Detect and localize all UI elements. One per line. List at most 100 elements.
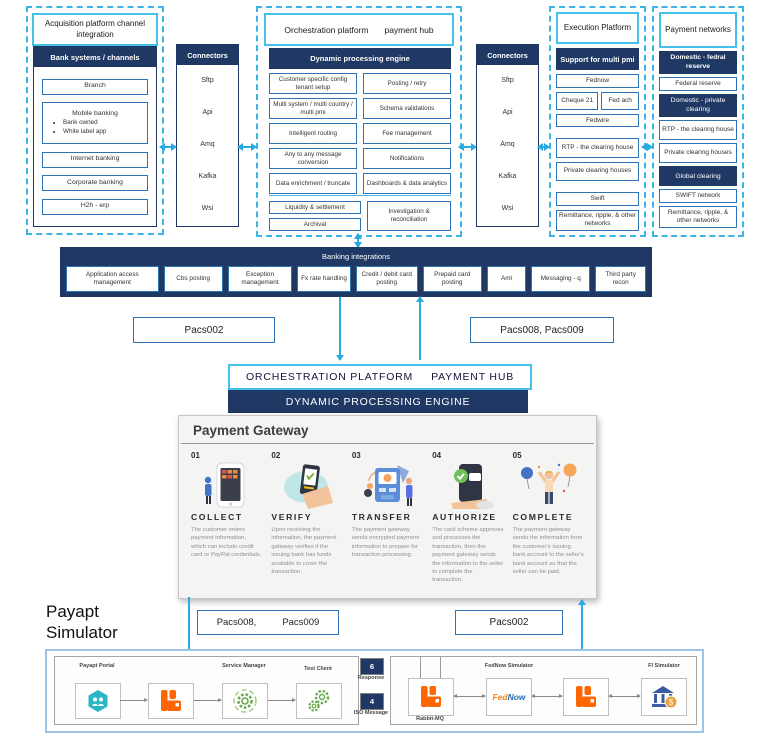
step-number: 01 — [191, 451, 200, 460]
connector-item: Sftp — [201, 77, 214, 85]
rabbitmq-icon — [576, 686, 596, 707]
rtp-box: RTP - the clearing house — [556, 138, 639, 158]
step-number: 05 — [512, 451, 522, 460]
flow-arrow — [194, 698, 222, 702]
private-clearing-box: Private clearing houses — [556, 161, 639, 181]
bank-systems-panel: Bank systems / channels Branch Mobile ba… — [33, 46, 157, 227]
networks-title: Payment networks — [665, 24, 731, 34]
step-name: AUTHORIZE — [432, 512, 497, 522]
fedach-box: Fed ach — [601, 92, 639, 111]
banking-box: Exception management — [227, 266, 293, 292]
execution-title: Execution Platform — [563, 22, 632, 32]
branch-box: Branch — [42, 78, 148, 95]
hexagon-portal-icon — [88, 690, 108, 712]
connector-item: Amq — [500, 140, 515, 148]
arrow-orchestration-connectors — [458, 143, 477, 151]
connector-item: Wsi — [201, 204, 214, 212]
swift-box: Swift — [556, 191, 639, 206]
step-name: COLLECT — [191, 512, 243, 522]
step-name: COMPLETE — [512, 512, 574, 522]
banking-box: Messaging - q — [531, 266, 591, 292]
pacs008-009-box-top: Pacs008, Pacs009 — [470, 317, 614, 343]
connector-item: Sftp — [501, 77, 514, 85]
connector-item: Api — [202, 109, 213, 117]
execution-title-box: Execution Platform — [556, 12, 639, 44]
fedwire-box: Fedwire — [556, 114, 639, 128]
execution-column: Execution Platform Support for multi pmi… — [549, 6, 646, 237]
response-label: Response — [357, 675, 385, 681]
networks-title-box: Payment networks — [659, 12, 737, 48]
gateway-step-authorize: 04 AUTHORIZE The card scheme approves an… — [432, 451, 503, 585]
mobile-banking-title: Mobile banking — [72, 109, 118, 117]
orchestration-title-right: payment hub — [384, 24, 434, 35]
step-name: VERIFY — [271, 512, 313, 522]
remittance-box: Remittance, ripple, & other networks — [556, 209, 639, 231]
engine-box: Posting / retry — [363, 73, 451, 94]
test-client-node — [296, 683, 342, 719]
step-description: The card scheme approves and processes t… — [432, 527, 504, 584]
arrow-execution-networks — [641, 143, 653, 151]
banking-integrations-bar: Banking integrations Application access … — [60, 247, 652, 297]
bank-systems-header: Bank systems / channels — [34, 47, 156, 67]
dynamic-engine-header: Dynamic processing engine — [269, 48, 451, 69]
pacs008-009-label: Pacs008, Pacs009 — [500, 324, 584, 336]
orchestration-title-box: Orchestration platform payment hub — [264, 13, 454, 46]
engine-box: Multi system / multi country / multi pmi — [269, 98, 357, 119]
federal-reserve-box: Federal reserve — [659, 77, 737, 91]
collect-illustration — [191, 460, 262, 510]
banking-box: Third party recon — [595, 266, 646, 292]
investigation-box: Investigation & reconciliation — [367, 201, 451, 231]
rtp-clearing-box: RTP - the clearing house — [659, 120, 737, 140]
gateway-step-verify: 02 VERIFY Upon receiving the information… — [271, 451, 342, 585]
arrow-platform-to-banking — [416, 296, 424, 360]
h2h-erp-box: H2h - erp — [42, 198, 148, 215]
pacs002-label: Pacs002 — [489, 617, 529, 628]
rabbitmq-node-1 — [148, 683, 194, 719]
payapt-simulator-label: Payapt Simulator — [46, 602, 118, 643]
fednow-box: Fednow — [556, 74, 639, 89]
private-clearing-houses-box: Private clearing houses — [659, 143, 737, 163]
engine-box: Notifications — [363, 148, 451, 169]
swift-network-box: SWIFT network — [659, 189, 737, 203]
banner-payment-hub-text: PAYMENT HUB — [431, 371, 515, 383]
payment-networks-column: Payment networks Domestic - fedral reser… — [652, 6, 744, 237]
engine-box: Data enrichment / truncate — [269, 173, 357, 194]
corporate-banking-box: Corporate banking — [42, 175, 148, 191]
step-description: The payment gateway sends encrypted paym… — [351, 527, 420, 559]
mobile-banking-box: Mobile banking Bank owned White label ap… — [42, 102, 148, 144]
global-clearing-header: Global clearing — [659, 166, 737, 186]
step-name: TRANSFER — [351, 512, 412, 522]
payment-gateway-title: Payment Gateway — [181, 416, 594, 444]
execution-header: Support for multi pmi — [556, 47, 639, 71]
step-number: 03 — [351, 451, 361, 460]
payapt-portal-label: Payapt Portal — [79, 663, 115, 669]
banking-box: Credit / debit card posting — [355, 266, 418, 292]
transfer-illustration — [352, 460, 423, 510]
payment-gateway-panel: Payment Gateway 01 COLLECT The customer … — [178, 415, 597, 599]
orchestration-column: Orchestration platform payment hub Dynam… — [256, 6, 462, 237]
gateway-step-complete: 05 COMPLETE The payment gateway sends th… — [513, 451, 584, 585]
fi-simulator-label: FI Simulator — [648, 663, 680, 669]
engine-box: Any to any message conversion — [269, 148, 357, 169]
step-description: The customer enters payment information,… — [191, 527, 262, 559]
step-number: 04 — [432, 451, 442, 460]
banking-box: Aml — [486, 266, 527, 292]
step-description: The payment gateway sends the informatio… — [512, 527, 584, 575]
pacs002-box-top: Pacs002 — [133, 317, 275, 343]
simulator-right-panel: FedNow Simulator FI Simulator Rabbit-MQ … — [390, 656, 697, 725]
complete-illustration — [513, 460, 584, 510]
banking-box: Fx rate handling — [297, 266, 351, 292]
liquidity-box: Liquidity & settlement — [269, 201, 361, 214]
mobile-bullet: White label app — [63, 128, 143, 137]
flow-arrow — [268, 698, 296, 702]
engine-divider — [269, 195, 451, 196]
connectors-left-header: Connectors — [177, 45, 238, 65]
response-badge: 6 — [360, 658, 384, 675]
connectors-left-column: Connectors Sftp Api Amq Kafka Wsi — [176, 44, 239, 227]
arrow-simulator-to-gateway — [578, 599, 586, 684]
orchestration-title-left: Orchestration platform — [284, 24, 369, 35]
service-manager-node — [222, 683, 268, 719]
simulator-flow-panel: Payapt Portal Service Manager Test Clien… — [45, 649, 704, 733]
pacs009-label: Pacs009 — [282, 617, 320, 628]
banner-orchestration-text: ORCHESTRATION PLATFORM — [245, 371, 414, 383]
